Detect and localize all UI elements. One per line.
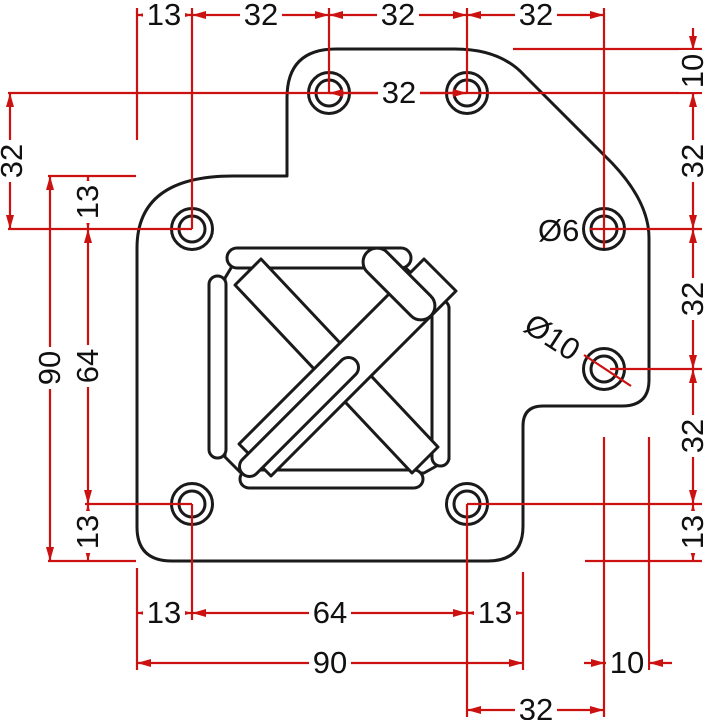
dim-label-top-13: 13 — [143, 0, 185, 32]
dim-label-bottom-32: 32 — [515, 692, 557, 720]
dim-label-left-32: 32 — [0, 140, 29, 182]
dim-label-left-13a: 13 — [70, 181, 105, 223]
pocket-cross-slot — [361, 246, 437, 322]
svg-text:64: 64 — [70, 349, 105, 383]
svg-text:13: 13 — [147, 595, 181, 630]
svg-text:13: 13 — [147, 0, 181, 32]
pocket-slot-right — [430, 298, 451, 468]
dim-label-top-32c: 32 — [515, 0, 557, 32]
svg-text:90: 90 — [32, 351, 67, 385]
dim-label-top-32a: 32 — [240, 0, 282, 32]
svg-text:32: 32 — [381, 0, 415, 32]
svg-text:13: 13 — [675, 515, 706, 549]
dim-label-right-32b: 32 — [675, 278, 706, 320]
svg-text:10: 10 — [675, 54, 706, 88]
svg-text:10: 10 — [610, 645, 644, 680]
svg-text:32: 32 — [519, 692, 553, 720]
svg-text:64: 64 — [313, 595, 347, 630]
dim-label-bottom-90: 90 — [309, 645, 351, 680]
dim-label-right-13: 13 — [675, 511, 706, 553]
svg-text:32: 32 — [0, 144, 29, 178]
svg-text:13: 13 — [70, 185, 105, 219]
svg-text:32: 32 — [244, 0, 278, 32]
dim-label-left-90: 90 — [32, 347, 67, 389]
dim-label-bottom-10: 10 — [606, 645, 648, 680]
svg-text:32: 32 — [675, 282, 706, 316]
svg-text:32: 32 — [519, 0, 553, 32]
dim-label-bottom-64: 64 — [309, 595, 351, 630]
dim-label-bottom-13a: 13 — [143, 595, 185, 630]
dim-label-right-10: 10 — [675, 50, 706, 92]
svg-text:90: 90 — [313, 645, 347, 680]
pocket-thin-slot — [238, 356, 360, 478]
dim-label-right-32a: 32 — [675, 140, 706, 182]
pocket-slot-bottom — [238, 468, 425, 490]
pocket-slot-left — [207, 274, 228, 460]
center-pocket — [207, 246, 458, 490]
dia10-leader — [583, 354, 632, 387]
dim-label-right-32c: 32 — [675, 415, 706, 457]
dim-label-left-13b: 13 — [70, 511, 105, 553]
dim-label-hole-span: 32 — [378, 75, 420, 110]
svg-text:32: 32 — [675, 144, 706, 178]
svg-text:32: 32 — [382, 75, 416, 110]
svg-text:13: 13 — [478, 595, 512, 630]
dim-label-bottom-13b: 13 — [474, 595, 516, 630]
svg-text:32: 32 — [675, 419, 706, 453]
hole-diameter-label-6: Ø6 — [538, 213, 579, 248]
svg-text:13: 13 — [70, 515, 105, 549]
dim-label-left-64: 64 — [70, 345, 105, 387]
dim-label-top-32b: 32 — [377, 0, 419, 32]
